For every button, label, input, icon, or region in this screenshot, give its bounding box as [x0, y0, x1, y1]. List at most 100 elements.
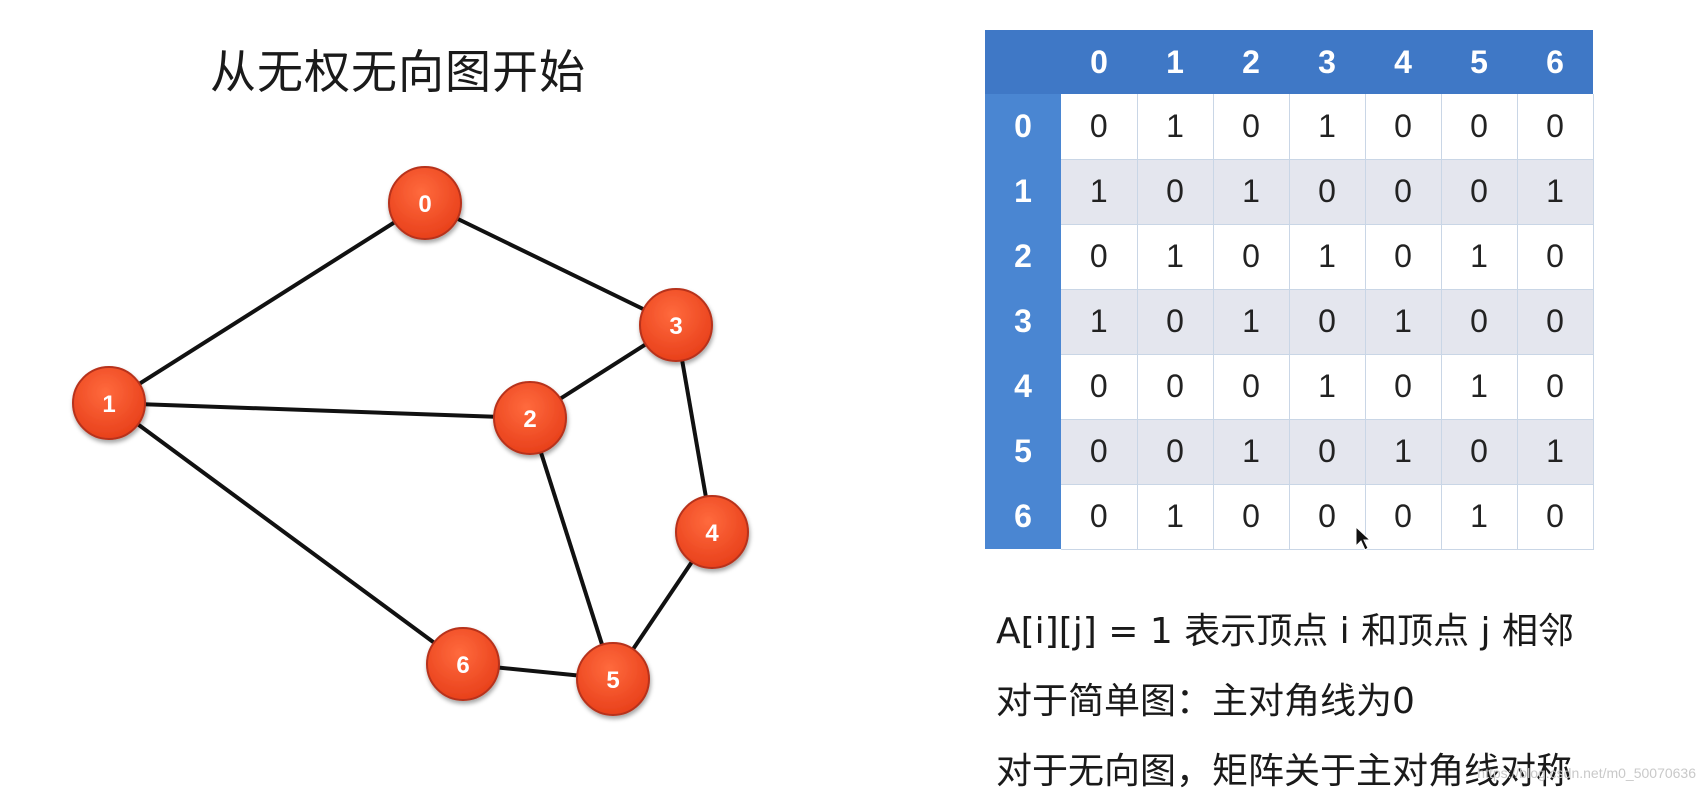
- matrix-cell: 0: [1289, 419, 1366, 485]
- matrix-cell: 0: [1441, 289, 1518, 355]
- matrix-cell: 0: [1365, 484, 1442, 550]
- matrix-cell: 0: [1213, 484, 1290, 550]
- matrix-cell: 1: [1061, 159, 1138, 225]
- node-label: 1: [102, 391, 115, 418]
- page-title: 从无权无向图开始: [210, 45, 586, 99]
- note-adjacency-definition: A[i][j] = 1 表示顶点 i 和顶点 j 相邻: [996, 611, 1574, 652]
- matrix-cell: 1: [1289, 224, 1366, 290]
- edge-2-5: [528, 417, 615, 680]
- graph-node-2: 2: [493, 381, 567, 455]
- matrix-cell: 1: [1289, 354, 1366, 420]
- node-circle: [675, 495, 749, 569]
- matrix-header-row: 0 1 2 3 4 5 6: [985, 30, 1593, 94]
- edge-0-1: [107, 201, 427, 405]
- matrix-cell: 0: [1289, 159, 1366, 225]
- edge-1-6: [107, 401, 465, 666]
- note-undirected-symmetry: 对于无向图，矩阵关于主对角线对称: [996, 751, 1573, 792]
- graph-node-4: 4: [675, 495, 749, 569]
- matrix-cell: 0: [1137, 354, 1214, 420]
- matrix-cell: 1: [1213, 289, 1290, 355]
- matrix-cell: 1: [1137, 224, 1214, 290]
- column-header: 5: [1441, 30, 1517, 94]
- matrix-cell: 1: [1441, 484, 1518, 550]
- edge-0-3: [424, 201, 677, 327]
- row-header: 2: [985, 224, 1061, 289]
- matrix-cell: 0: [1061, 419, 1138, 485]
- graph-node-5: 5: [576, 642, 650, 716]
- matrix-cell: 0: [1365, 224, 1442, 290]
- matrix-cell: 0: [1213, 224, 1290, 290]
- row-header: 0: [985, 94, 1061, 159]
- matrix-cell: 0: [1365, 94, 1442, 160]
- matrix-cell: 0: [1517, 224, 1594, 290]
- graph-node-3: 3: [639, 288, 713, 362]
- matrix-cell: 0: [1517, 354, 1594, 420]
- graph-node-0: 0: [388, 166, 462, 240]
- matrix-cell: 0: [1441, 94, 1518, 160]
- matrix-cell: 0: [1213, 354, 1290, 420]
- matrix-cell: 1: [1213, 419, 1290, 485]
- matrix-cell: 0: [1289, 289, 1366, 355]
- matrix-cell: 0: [1213, 94, 1290, 160]
- column-header: 6: [1517, 30, 1593, 94]
- notes-block: A[i][j] = 1 表示顶点 i 和顶点 j 相邻 对于简单图：主对角线为0…: [996, 597, 1574, 807]
- edge-1-2: [108, 401, 531, 420]
- graph-node-6: 6: [426, 627, 500, 701]
- node-label: 3: [669, 313, 682, 340]
- matrix-cell: 0: [1517, 484, 1594, 550]
- matrix-cell: 1: [1137, 484, 1214, 550]
- node-circle: [72, 366, 146, 440]
- matrix-cell: 0: [1061, 484, 1138, 550]
- node-circle: [639, 288, 713, 362]
- node-label: 2: [523, 406, 536, 433]
- matrix-cell: 1: [1061, 289, 1138, 355]
- node-circle: [426, 627, 500, 701]
- matrix-cell: 0: [1441, 159, 1518, 225]
- matrix-cell: 1: [1137, 94, 1214, 160]
- matrix-cell: 0: [1289, 484, 1366, 550]
- node-circle: [576, 642, 650, 716]
- row-header: 3: [985, 289, 1061, 354]
- matrix-cell: 1: [1213, 159, 1290, 225]
- node-circle: [493, 381, 567, 455]
- matrix-cell: 0: [1365, 159, 1442, 225]
- node-label: 0: [418, 191, 431, 218]
- column-header: 4: [1365, 30, 1441, 94]
- matrix-cell: 0: [1061, 94, 1138, 160]
- row-header: 1: [985, 159, 1061, 224]
- matrix-cell: 1: [1365, 419, 1442, 485]
- node-circle: [388, 166, 462, 240]
- column-header: 2: [1213, 30, 1289, 94]
- matrix-cell: 0: [1137, 159, 1214, 225]
- matrix-corner-cell: [985, 30, 1061, 94]
- matrix-cell: 1: [1517, 419, 1594, 485]
- watermark: https://blog.csdn.net/m0_50070636: [1477, 765, 1696, 781]
- matrix-cell: 1: [1517, 159, 1594, 225]
- column-header: 3: [1289, 30, 1365, 94]
- matrix-cell: 0: [1441, 419, 1518, 485]
- matrix-cell: 0: [1517, 289, 1594, 355]
- matrix-cell: 1: [1441, 354, 1518, 420]
- matrix-cell: 0: [1061, 224, 1138, 290]
- node-label: 6: [456, 652, 469, 679]
- column-header: 0: [1061, 30, 1137, 94]
- matrix-cell: 0: [1365, 354, 1442, 420]
- row-header: 5: [985, 419, 1061, 484]
- node-label: 4: [705, 520, 719, 547]
- graph-node-1: 1: [72, 366, 146, 440]
- row-header: 4: [985, 354, 1061, 419]
- node-label: 5: [606, 667, 619, 694]
- note-simple-graph-diagonal: 对于简单图：主对角线为0: [996, 681, 1415, 722]
- matrix-cell: 1: [1289, 94, 1366, 160]
- matrix-cell: 1: [1365, 289, 1442, 355]
- row-header: 6: [985, 484, 1061, 549]
- matrix-cell: 0: [1517, 94, 1594, 160]
